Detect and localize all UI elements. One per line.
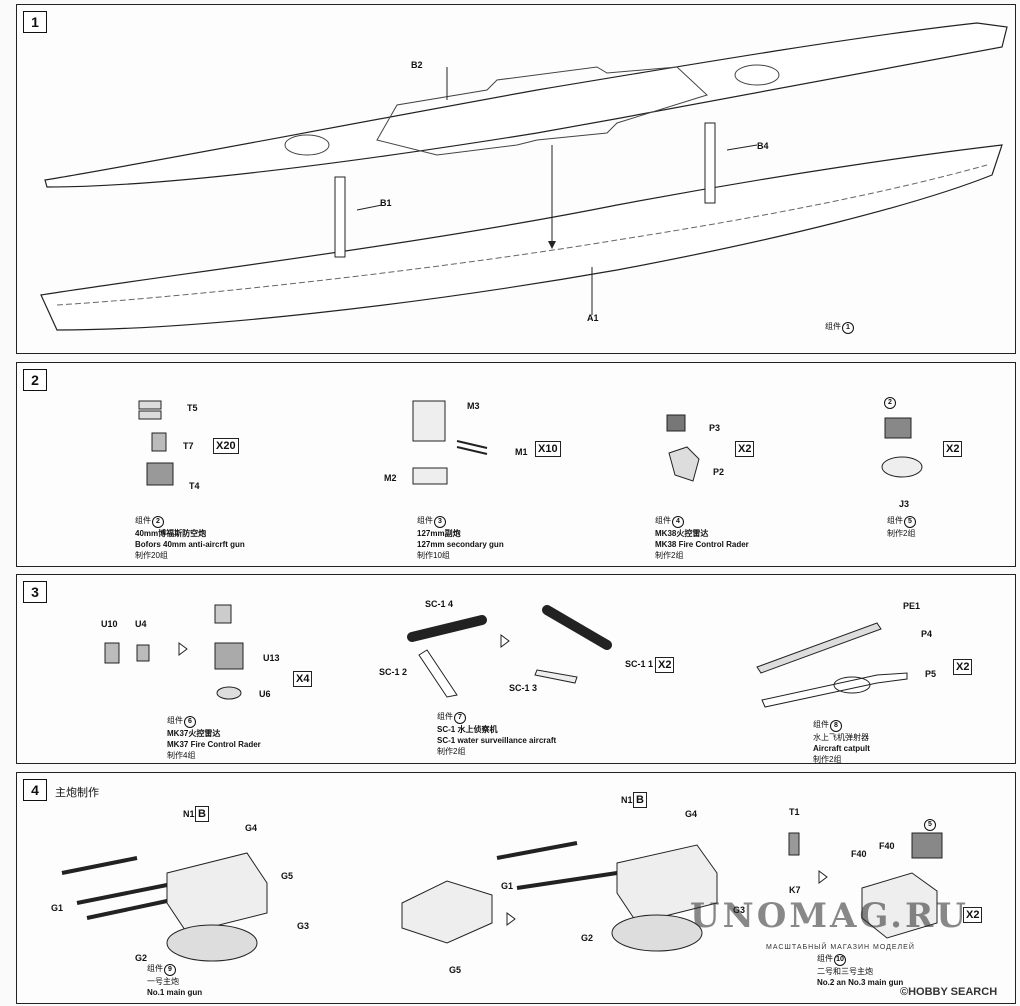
multiplier-badge: X2 bbox=[735, 441, 755, 457]
label-k7: K7 bbox=[789, 885, 801, 895]
label-p3: P3 bbox=[709, 423, 721, 433]
label-u4: U4 bbox=[135, 619, 147, 629]
label-b: B bbox=[633, 792, 647, 808]
label-n1: N1 bbox=[183, 809, 195, 819]
label-n1: N1 bbox=[621, 795, 633, 805]
ref-group-5: 5 bbox=[924, 819, 936, 831]
multiplier-badge: X2 bbox=[963, 907, 983, 923]
label-g2: G2 bbox=[581, 933, 594, 943]
step-title: 主炮制作 bbox=[55, 787, 99, 799]
watermark: UNOMAG.RU bbox=[690, 896, 969, 936]
label-p4: P4 bbox=[921, 629, 933, 639]
label-b1: B1 bbox=[380, 198, 392, 208]
multiplier-badge: X10 bbox=[535, 441, 561, 457]
step-3-drawing bbox=[104, 604, 908, 708]
label-sc1-3: SC-1 3 bbox=[509, 683, 538, 693]
label-t1: T1 bbox=[789, 807, 800, 817]
label-m2: M2 bbox=[384, 473, 397, 483]
step-4-drawing bbox=[61, 832, 943, 962]
label-j3: J3 bbox=[899, 499, 910, 509]
label-t4: T4 bbox=[189, 481, 200, 491]
group-number: 1 bbox=[842, 322, 854, 334]
label-g1: G1 bbox=[51, 903, 64, 913]
ref-group-2: 2 bbox=[884, 397, 896, 409]
label-a1: A1 bbox=[587, 313, 599, 323]
step-number: 2 bbox=[23, 369, 47, 391]
multiplier-badge: X20 bbox=[213, 438, 239, 454]
multiplier-badge: X2 bbox=[943, 441, 963, 457]
label-t5: T5 bbox=[187, 403, 198, 413]
label-g1: G1 bbox=[501, 881, 514, 891]
hobby-search-logo: ©HOBBY SEARCH bbox=[900, 986, 998, 998]
label-u6: U6 bbox=[259, 689, 271, 699]
group-prefix: 组件 bbox=[825, 322, 841, 331]
label-t7: T7 bbox=[183, 441, 194, 451]
label-sc1-2: SC-1 2 bbox=[379, 667, 408, 677]
label-m3: M3 bbox=[467, 401, 480, 411]
label-b4: B4 bbox=[757, 141, 769, 151]
label-g5: G5 bbox=[449, 965, 462, 975]
label-b: B bbox=[195, 806, 209, 822]
label-m1: M1 bbox=[515, 447, 528, 457]
label-g4: G4 bbox=[685, 809, 698, 819]
label-g4: G4 bbox=[245, 823, 258, 833]
label-g2: G2 bbox=[135, 953, 148, 963]
hull-deck-drawing bbox=[40, 22, 1008, 331]
label-f40: F40 bbox=[851, 849, 867, 859]
label-g5: G5 bbox=[281, 871, 294, 881]
label-g3: G3 bbox=[733, 905, 746, 915]
label-g3: G3 bbox=[297, 921, 310, 931]
label-u13: U13 bbox=[263, 653, 280, 663]
step-number: 1 bbox=[23, 11, 47, 33]
label-b2: B2 bbox=[411, 60, 423, 70]
label-p5: P5 bbox=[925, 669, 937, 679]
step-2-drawing bbox=[138, 400, 923, 486]
label-p2: P2 bbox=[713, 467, 725, 477]
label-sc1-1: SC-1 1 bbox=[625, 659, 654, 669]
step-number: 3 bbox=[23, 581, 47, 603]
label-f40: F40 bbox=[879, 841, 895, 851]
multiplier-badge: X2 bbox=[953, 659, 973, 675]
label-sc1-4: SC-1 4 bbox=[425, 599, 454, 609]
step-number: 4 bbox=[23, 779, 47, 801]
label-u10: U10 bbox=[101, 619, 118, 629]
multiplier-badge: X2 bbox=[655, 657, 675, 673]
watermark-subtitle: МАСШТАБНЫЙ МАГАЗИН МОДЕЛЕЙ bbox=[766, 944, 915, 951]
multiplier-badge: X4 bbox=[293, 671, 313, 687]
label-pe1: PE1 bbox=[903, 601, 921, 611]
